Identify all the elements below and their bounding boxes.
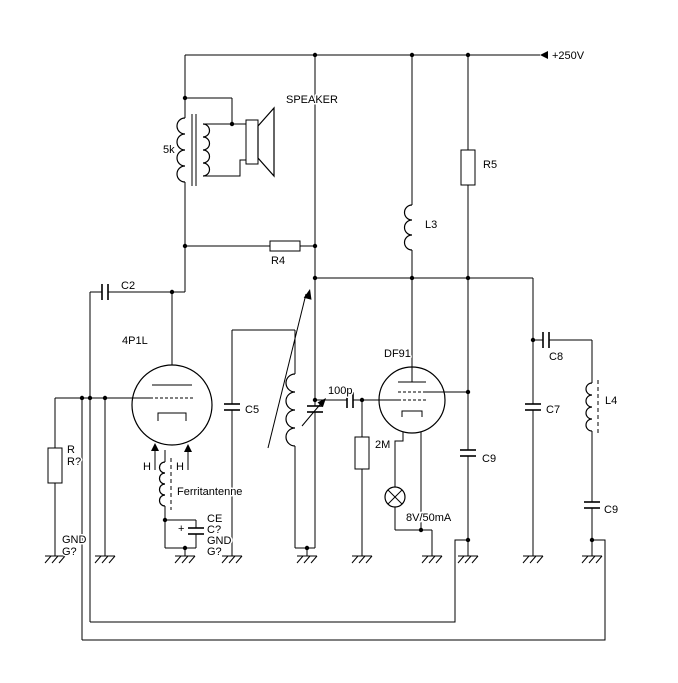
bottom-bus-2 bbox=[82, 539, 606, 641]
inductor-l3 bbox=[403, 204, 413, 251]
resistor-r-left bbox=[47, 447, 63, 484]
ground-icon bbox=[221, 555, 243, 564]
label-heater-right: H bbox=[176, 461, 184, 473]
label-c5: C5 bbox=[245, 404, 259, 416]
regen-arrow-icon bbox=[303, 289, 312, 300]
ground-icon bbox=[351, 555, 373, 564]
label-l4: L4 bbox=[605, 395, 617, 407]
label-c7: C7 bbox=[546, 404, 560, 416]
label-c9-screen: C9 bbox=[482, 453, 496, 465]
label-2m: 2M bbox=[375, 439, 390, 451]
capacitor-c9-output bbox=[584, 501, 600, 509]
label-ce-3: GND bbox=[207, 535, 232, 547]
label-gnd-left-1: GND bbox=[62, 534, 87, 546]
output-transformer bbox=[176, 114, 211, 186]
label-ce-1: CE bbox=[207, 513, 222, 525]
variable-capacitor bbox=[301, 398, 326, 427]
tube-cathode bbox=[401, 410, 423, 417]
capacitor-100p bbox=[346, 392, 354, 408]
speaker-driver bbox=[245, 119, 259, 165]
ground-icon bbox=[296, 555, 318, 564]
label-c2: C2 bbox=[121, 280, 135, 292]
label-speaker: SPEAKER bbox=[286, 94, 338, 106]
label-supply: +250V bbox=[552, 50, 585, 62]
heater-arrow-icon bbox=[151, 443, 159, 451]
label-c8: C8 bbox=[549, 351, 563, 363]
ground-icon bbox=[581, 555, 603, 564]
label-c9-output: C9 bbox=[604, 504, 618, 516]
label-ce-2: C? bbox=[207, 524, 221, 536]
inductor-l4 bbox=[585, 380, 599, 434]
tank-coil bbox=[285, 373, 296, 447]
label-l3: L3 bbox=[425, 219, 437, 231]
capacitor-ce bbox=[188, 527, 204, 535]
label-heater-left: H bbox=[143, 461, 151, 473]
resistor-r5 bbox=[460, 149, 476, 186]
ground-icon bbox=[174, 555, 196, 564]
ground-icon bbox=[421, 555, 443, 564]
capacitor-c5 bbox=[224, 403, 240, 411]
tube-envelope bbox=[131, 364, 213, 446]
tube-cathode bbox=[157, 412, 187, 421]
capacitor-c7 bbox=[525, 403, 541, 411]
regen-arrow bbox=[267, 289, 312, 449]
wires bbox=[54, 54, 606, 641]
label-transformer: 5k bbox=[163, 144, 175, 156]
label-r4: R4 bbox=[271, 255, 285, 267]
ground-icon bbox=[457, 555, 479, 564]
capacitor-c9-screen bbox=[460, 449, 476, 457]
label-ce-4: G? bbox=[207, 546, 222, 558]
transformer-primary-coil bbox=[176, 117, 186, 183]
capacitor-c8 bbox=[542, 332, 550, 348]
label-tube-4p1l: 4P1L bbox=[122, 335, 148, 347]
heater-arrow-icon bbox=[184, 444, 192, 452]
supply-terminal bbox=[540, 51, 548, 59]
varcap-arrow-icon bbox=[317, 398, 326, 408]
speaker-cone bbox=[257, 106, 275, 178]
resistor-2m bbox=[354, 436, 370, 470]
label-ferrite: Ferritantenne bbox=[177, 486, 242, 498]
ground-icon bbox=[522, 555, 544, 564]
label-ce-plus: + bbox=[178, 523, 184, 535]
label-100p: 100p bbox=[328, 385, 352, 397]
supply-terminal-flag bbox=[540, 51, 548, 59]
label-r-left-1: R bbox=[67, 444, 75, 456]
speaker-symbol bbox=[245, 106, 275, 178]
junction-dots bbox=[79, 52, 595, 551]
label-r-left-2: R? bbox=[67, 456, 81, 468]
label-lamp: 8V/50mA bbox=[406, 512, 452, 524]
ferrite-antenna-coil bbox=[158, 458, 172, 510]
label-r5: R5 bbox=[483, 159, 497, 171]
capacitor-c2 bbox=[101, 284, 109, 300]
bottom-bus-1 bbox=[90, 539, 468, 623]
ground-symbols bbox=[44, 555, 603, 564]
label-gnd-left-2: G? bbox=[62, 546, 77, 558]
label-tube-df91: DF91 bbox=[384, 348, 411, 360]
ground-icon bbox=[94, 555, 116, 564]
tube-df91-symbol bbox=[378, 366, 446, 434]
tube-4p1l-symbol bbox=[131, 364, 213, 470]
transformer-secondary-coil bbox=[202, 123, 211, 177]
resistor-r4 bbox=[269, 240, 301, 252]
lamp-symbol bbox=[384, 486, 406, 508]
